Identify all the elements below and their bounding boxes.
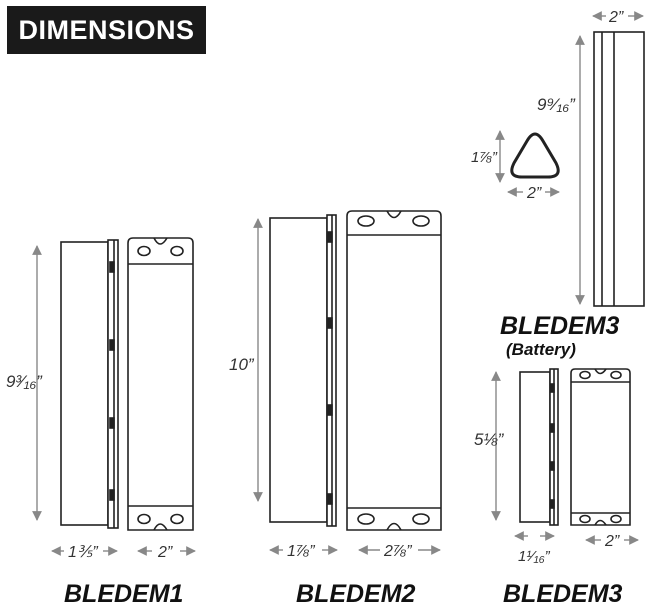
bledem3-group: 5⅛” 1¹⁄₁₆” 2” BLEDEM3 <box>474 368 639 607</box>
battery-tube <box>593 31 645 307</box>
bledem2-front-view <box>346 210 442 531</box>
bledem3-product-label: BLEDEM3 <box>503 580 623 607</box>
battery-triangle-width-label: 2” <box>526 185 542 202</box>
bledem1-front-view <box>127 237 194 531</box>
battery-group: 2” 9⁹⁄₁₆” 1⅞” 2” BLEDEM3 (Battery) <box>471 9 645 359</box>
section-title: DIMENSIONS <box>7 6 206 54</box>
bledem3-front-view <box>570 368 631 526</box>
bledem1-width-label: 2” <box>157 544 173 561</box>
battery-product-label: BLEDEM3 <box>500 312 620 340</box>
battery-height-label: 9⁹⁄₁₆” <box>537 95 576 114</box>
bledem3-side-view <box>519 368 559 526</box>
battery-sublabel: (Battery) <box>506 340 576 359</box>
battery-width-label: 2” <box>608 9 624 26</box>
bledem2-side-view <box>269 214 337 527</box>
bledem1-product-label: BLEDEM1 <box>64 580 183 607</box>
battery-triangle <box>510 132 560 179</box>
bledem2-height-label: 10” <box>229 355 255 374</box>
bledem2-width-label: 2⅞” <box>383 543 412 560</box>
bledem1-group: 9³⁄₁₆” 1⅗” 2” BL <box>6 237 196 607</box>
bledem2-product-label: BLEDEM2 <box>296 580 416 607</box>
bledem3-height-label: 5⅛” <box>474 430 505 449</box>
bledem3-width-label: 2” <box>604 533 620 550</box>
bledem1-side-view <box>60 239 119 529</box>
bledem3-depth-label: 1¹⁄₁₆” <box>518 548 551 565</box>
bledem2-group: 10” 1⅞” 2⅞” BLEDEM2 <box>229 210 442 607</box>
bledem1-height-label: 9³⁄₁₆” <box>6 372 43 391</box>
battery-triangle-height-label: 1⅞” <box>471 149 498 166</box>
bledem1-depth-label: 1⅗” <box>68 544 98 561</box>
bledem2-depth-label: 1⅞” <box>287 543 315 560</box>
